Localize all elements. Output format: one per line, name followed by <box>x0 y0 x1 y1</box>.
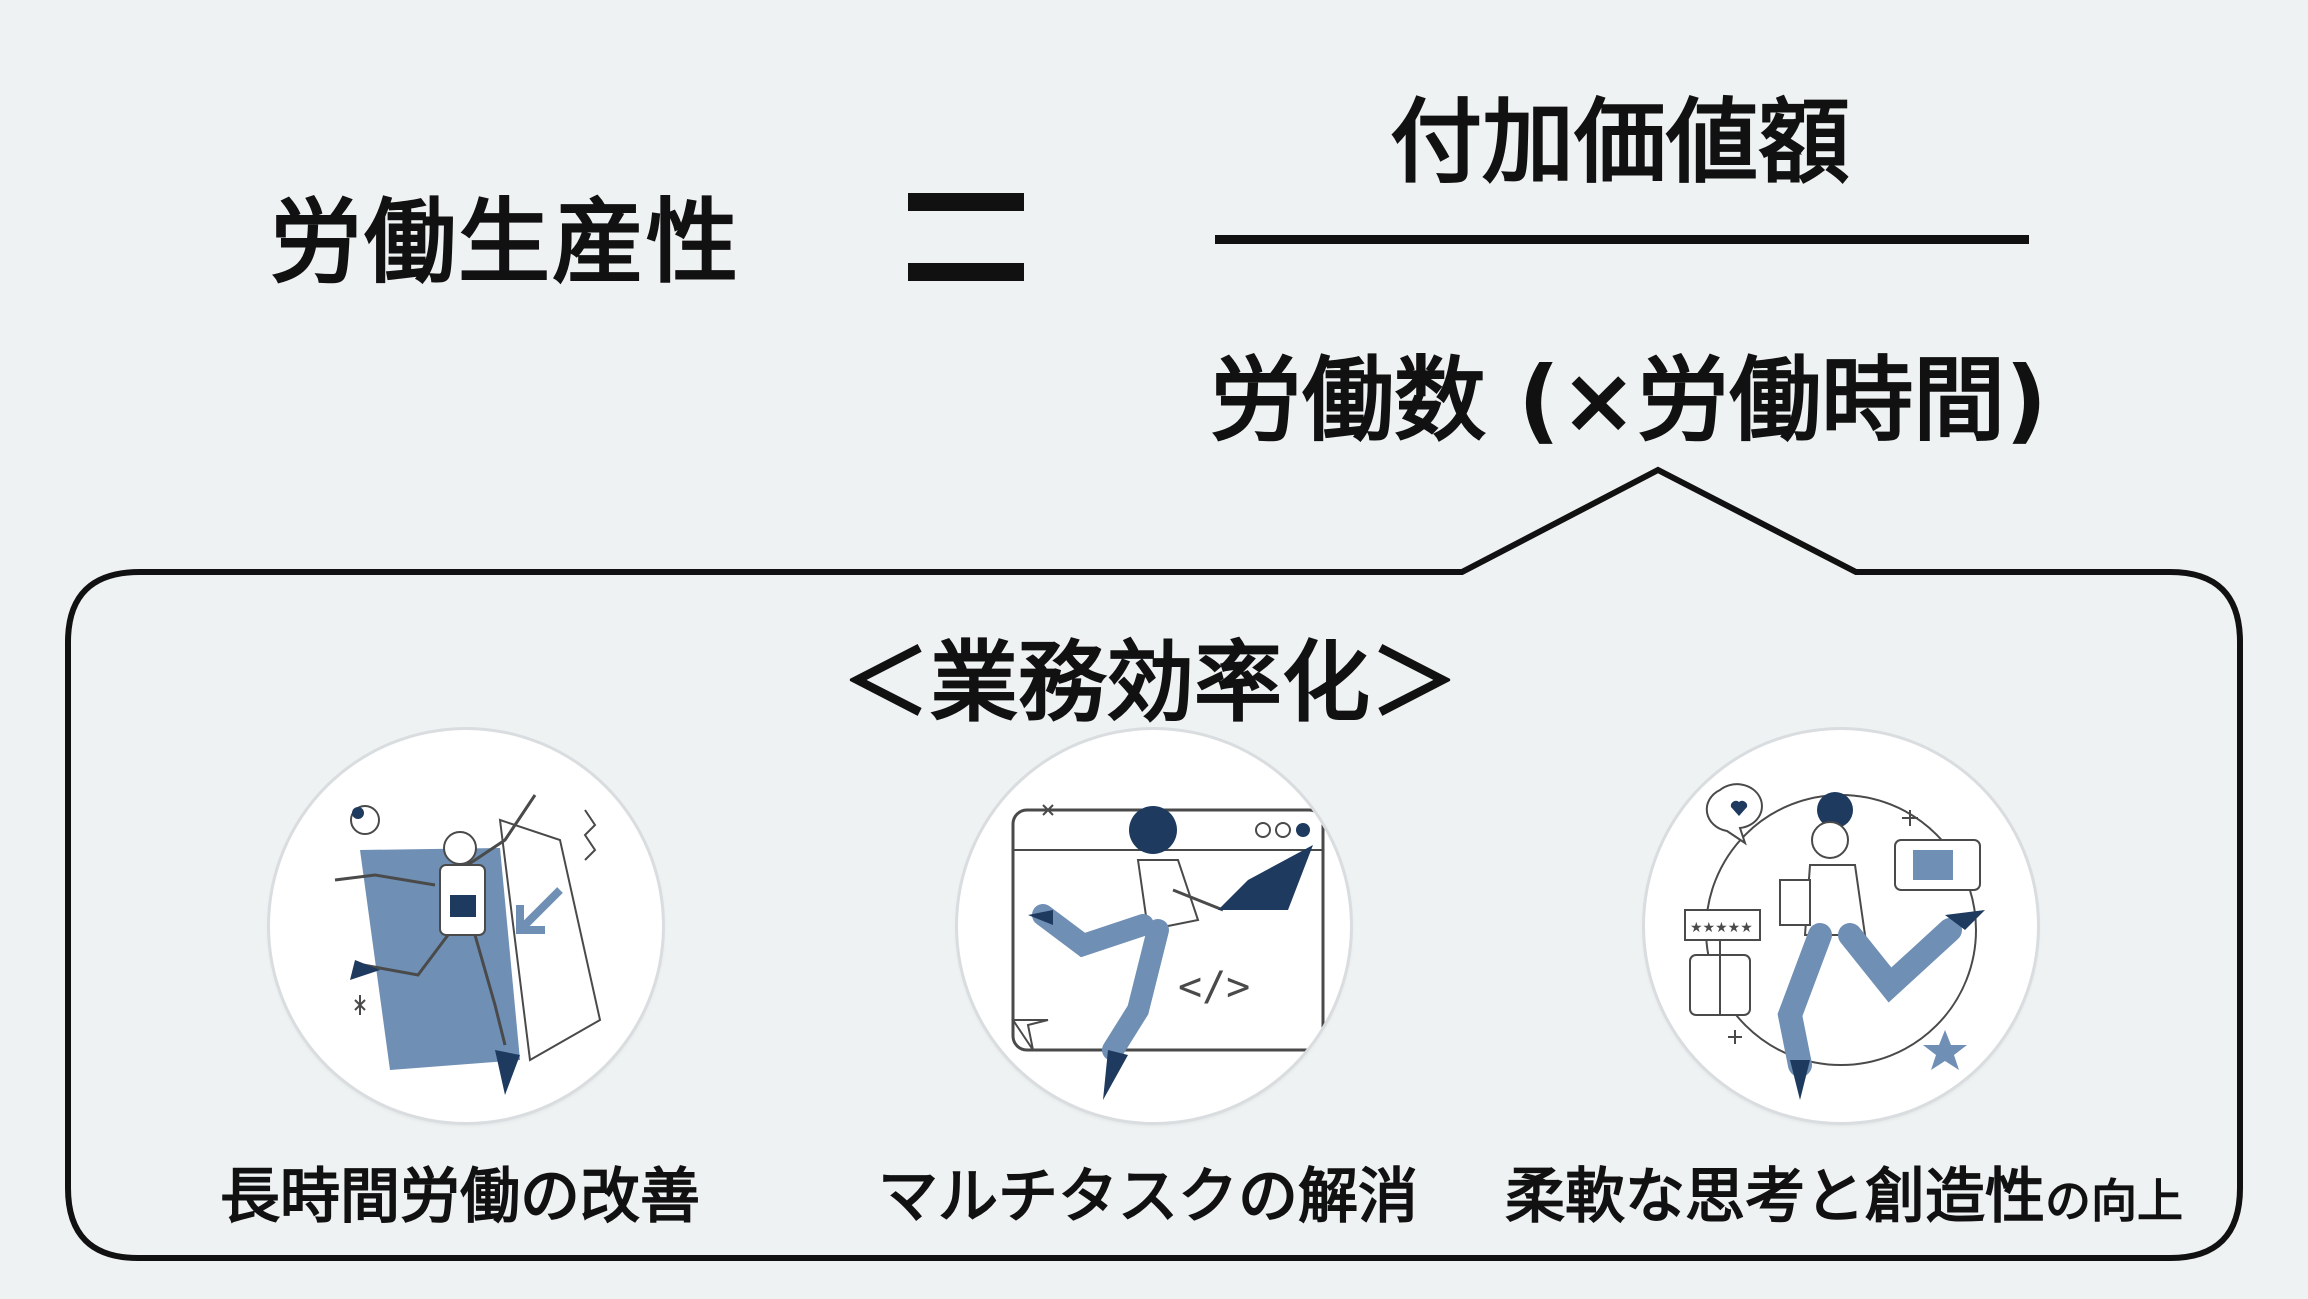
caption-long-hours: 長時間労働の改善 <box>220 1162 700 1232</box>
person-with-laptop-browser-illustration-icon: </> <box>958 730 1350 1122</box>
svg-text:</>: </> <box>1178 964 1250 1010</box>
equals-sign <box>908 193 1024 281</box>
caption-creativity: 柔軟な思考と創造性の向上 <box>1505 1148 2183 1235</box>
fraction-line <box>1215 235 2029 244</box>
equals-bar-bottom <box>908 263 1024 281</box>
caption-creativity-tail: の向上 <box>2045 1174 2183 1228</box>
person-pushing-wall-illustration-icon <box>270 730 662 1122</box>
formula-lhs: 労働生産性 <box>270 189 741 296</box>
callout-title: ＜業務効率化＞ <box>841 631 1458 734</box>
svg-text:★★★★★: ★★★★★ <box>1690 920 1753 936</box>
caption-creativity-main: 柔軟な思考と創造性 <box>1505 1162 2045 1232</box>
formula-denominator: 労働数 (×労働時間) <box>1210 347 2048 454</box>
caption-multitask: マルチタスクの解消 <box>878 1162 1418 1232</box>
equals-bar-top <box>908 193 1024 211</box>
formula-numerator: 付加価値額 <box>1389 89 1850 196</box>
person-with-clipboard-feedback-illustration-icon: ★★★★★ <box>1645 730 2037 1122</box>
